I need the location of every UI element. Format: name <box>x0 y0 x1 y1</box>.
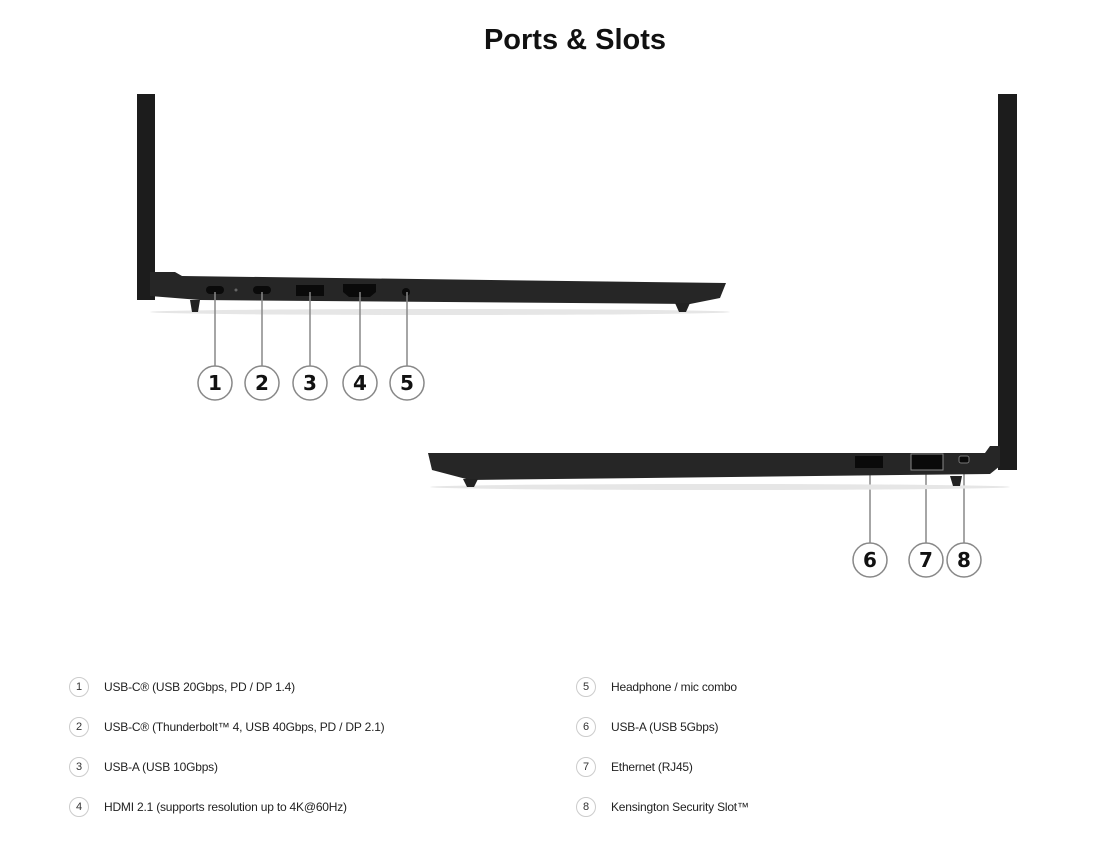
callout-3: 3 <box>292 365 328 401</box>
laptop-right-side <box>428 94 1017 490</box>
svg-text:7: 7 <box>919 548 933 572</box>
usb-a-port-3 <box>296 285 324 296</box>
legend-item: 2 USB-C® (Thunderbolt™ 4, USB 40Gbps, PD … <box>69 716 385 738</box>
legend-item: 6 USB-A (USB 5Gbps) <box>576 716 719 738</box>
callout-1: 1 <box>197 365 233 401</box>
svg-text:5: 5 <box>400 371 414 395</box>
callout-5: 5 <box>389 365 425 401</box>
audio-jack-5 <box>402 288 410 296</box>
callout-7: 7 <box>908 542 944 578</box>
legend-item: 1 USB-C® (USB 20Gbps, PD / DP 1.4) <box>69 676 295 698</box>
usb-c-port-2 <box>253 286 271 294</box>
usb-c-port-1 <box>206 286 224 294</box>
legend-number: 4 <box>69 797 89 817</box>
callout-4: 4 <box>342 365 378 401</box>
legend-label: USB-C® (USB 20Gbps, PD / DP 1.4) <box>104 680 295 694</box>
legend-number: 1 <box>69 677 89 697</box>
legend-item: 7 Ethernet (RJ45) <box>576 756 693 778</box>
callout-6: 6 <box>852 542 888 578</box>
legend-item: 4 HDMI 2.1 (supports resolution up to 4K@… <box>69 796 347 818</box>
legend-label: Ethernet (RJ45) <box>611 760 693 774</box>
svg-text:8: 8 <box>957 548 971 572</box>
legend-number: 8 <box>576 797 596 817</box>
laptop-left-side <box>137 94 730 315</box>
svg-text:6: 6 <box>863 548 877 572</box>
callout-2: 2 <box>244 365 280 401</box>
legend-item: 3 USB-A (USB 10Gbps) <box>69 756 218 778</box>
legend-label: HDMI 2.1 (supports resolution up to 4K@6… <box>104 800 347 814</box>
ethernet-port-7 <box>910 453 944 471</box>
legend-label: Kensington Security Slot™ <box>611 800 749 814</box>
legend-number: 7 <box>576 757 596 777</box>
callout-8: 8 <box>946 542 982 578</box>
legend-number: 2 <box>69 717 89 737</box>
hdmi-port-4 <box>343 284 376 297</box>
svg-text:2: 2 <box>255 371 269 395</box>
page-title: Ports & Slots <box>483 24 667 56</box>
legend-number: 3 <box>69 757 89 777</box>
kensington-slot-8 <box>958 455 970 464</box>
svg-text:1: 1 <box>208 371 222 395</box>
legend-number: 6 <box>576 717 596 737</box>
legend-item: 5 Headphone / mic combo <box>576 676 737 698</box>
legend-label: USB-A (USB 10Gbps) <box>104 760 218 774</box>
legend-label: USB-A (USB 5Gbps) <box>611 720 719 734</box>
usb-a-port-6 <box>855 456 883 468</box>
legend-item: 8 Kensington Security Slot™ <box>576 796 749 818</box>
legend-label: USB-C® (Thunderbolt™ 4, USB 40Gbps, PD /… <box>104 720 385 734</box>
svg-text:4: 4 <box>353 371 367 395</box>
legend-number: 5 <box>576 677 596 697</box>
svg-text:3: 3 <box>303 371 317 395</box>
legend-label: Headphone / mic combo <box>611 680 737 694</box>
